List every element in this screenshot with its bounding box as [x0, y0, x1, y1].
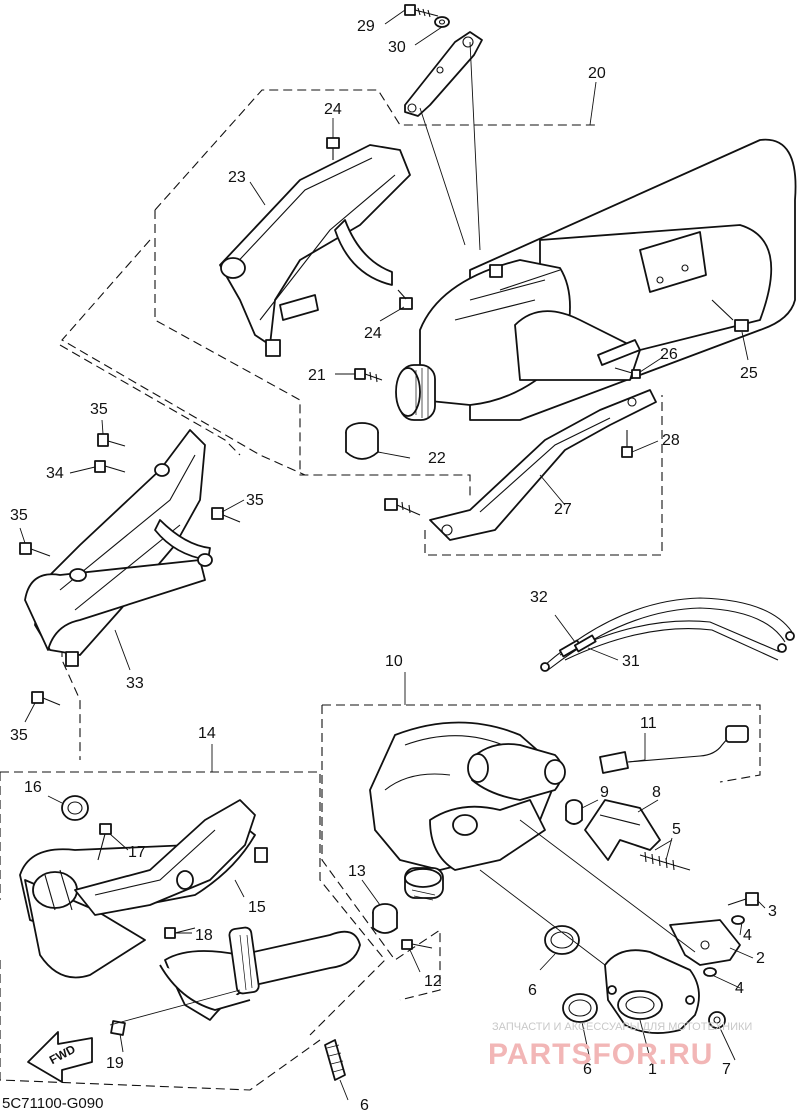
callout-7: 7 — [722, 1061, 731, 1078]
assembly-outline-20 — [61, 89, 595, 500]
callout-21: 21 — [308, 367, 326, 384]
callout-11: 11 — [640, 715, 657, 732]
leader-lines — [19, 9, 766, 1101]
bolt-3 — [727, 892, 759, 906]
callout-13: 13 — [348, 863, 366, 880]
bolt-21 — [354, 368, 383, 383]
gasket-16 — [61, 795, 89, 821]
callout-35-d: 35 — [10, 727, 28, 744]
callout-5: 5 — [672, 821, 681, 838]
bolt-25 — [711, 299, 749, 332]
bolt-17 — [97, 823, 112, 861]
bolt-24-upper — [326, 137, 340, 160]
bolt-26 — [614, 367, 641, 379]
callout-18: 18 — [195, 927, 213, 944]
fwd-arrow: FWD — [27, 1031, 93, 1083]
bolt-27-front — [384, 498, 421, 516]
exhaust-body-10 — [369, 721, 566, 901]
callout-20: 20 — [588, 65, 606, 82]
bolt-29 — [404, 4, 439, 18]
heat-protector-23 — [219, 144, 411, 357]
bolt-35-a — [97, 433, 126, 447]
bolt-34 — [94, 460, 126, 473]
gasket-22 — [345, 422, 379, 460]
exhaust-joint-1 — [604, 949, 700, 1034]
callout-9: 9 — [600, 784, 609, 801]
bracket-2 — [669, 919, 741, 966]
callout-2: 2 — [756, 950, 765, 967]
bolt-24-lower — [397, 289, 413, 310]
bolt-35-c — [19, 542, 51, 557]
callout-6-middle: 6 — [583, 1061, 592, 1078]
callout-25: 25 — [740, 365, 758, 382]
callout-6-right: 6 — [528, 982, 537, 999]
callout-34: 34 — [46, 465, 64, 482]
bolt-28 — [621, 430, 633, 458]
callout-17: 17 — [128, 844, 146, 861]
diagram-code: 5C71100-G090 — [2, 1095, 103, 1112]
nut-7 — [708, 1011, 726, 1029]
callout-22: 22 — [428, 450, 446, 467]
callout-28: 28 — [662, 432, 680, 449]
nut-19 — [110, 1020, 126, 1036]
bolt-12 — [401, 939, 433, 950]
exhaust-pipe-14 — [19, 814, 361, 1021]
stud-bolt-5 — [639, 851, 691, 871]
callout-27: 27 — [554, 501, 572, 518]
assembly-outline-27 — [424, 395, 663, 556]
callout-12: 12 — [424, 973, 442, 990]
gasket-13 — [372, 903, 398, 934]
gasket-6-bottom — [324, 1039, 346, 1081]
callout-6-bottom: 6 — [360, 1097, 369, 1112]
oxygen-sensor-11 — [599, 725, 749, 774]
callout-14: 14 — [198, 725, 216, 742]
gasket-6-right-upper — [544, 925, 580, 955]
callout-24-upper: 24 — [324, 101, 342, 118]
callout-23: 23 — [228, 169, 246, 186]
callout-10: 10 — [385, 653, 403, 670]
callout-35-b: 35 — [246, 492, 264, 509]
gasket-6-right-lower — [562, 993, 598, 1023]
callout-26: 26 — [660, 346, 678, 363]
callout-35-a: 35 — [90, 401, 108, 418]
callout-35-c: 35 — [10, 507, 28, 524]
washer-30 — [434, 16, 450, 28]
cables-31-32 — [540, 597, 795, 672]
bolt-35-b — [211, 507, 241, 523]
callout-3: 3 — [768, 903, 777, 920]
watermark-tagline: ЗАПЧАСТИ И АКСЕССУАРЫ ДЛЯ МОТОТЕХНИКИ — [492, 1021, 752, 1033]
muffler-20 — [395, 138, 797, 421]
callout-4-upper: 4 — [743, 927, 752, 944]
callout-24-lower: 24 — [364, 325, 382, 342]
heat-protector-33 — [24, 429, 213, 667]
sensor-cover-8 — [584, 799, 661, 861]
callout-1: 1 — [648, 1061, 657, 1078]
callout-16: 16 — [24, 779, 42, 796]
callout-4-lower: 4 — [735, 980, 744, 997]
bracket-30 — [404, 31, 483, 117]
watermark-logo: PARTSFOR.RU — [488, 1038, 713, 1071]
callout-labels: 29 30 20 24 23 24 21 22 25 26 28 27 35 3… — [10, 18, 777, 1112]
assembly-outline-14 — [0, 771, 386, 1091]
callout-15: 15 — [248, 899, 266, 916]
callout-29: 29 — [357, 18, 375, 35]
heat-protector-15 — [74, 799, 268, 916]
washer-4-lower — [703, 967, 717, 977]
callout-31: 31 — [622, 653, 640, 670]
bolt-35-d — [31, 691, 61, 706]
callout-33: 33 — [126, 675, 144, 692]
callout-8: 8 — [652, 784, 661, 801]
callout-30: 30 — [388, 39, 406, 56]
bracket-27 — [429, 389, 657, 541]
washer-4-upper — [731, 915, 745, 925]
callout-32: 32 — [530, 589, 548, 606]
callout-19: 19 — [106, 1055, 124, 1072]
assembly-outline-10 — [321, 704, 761, 1001]
bushing-9 — [565, 799, 583, 825]
